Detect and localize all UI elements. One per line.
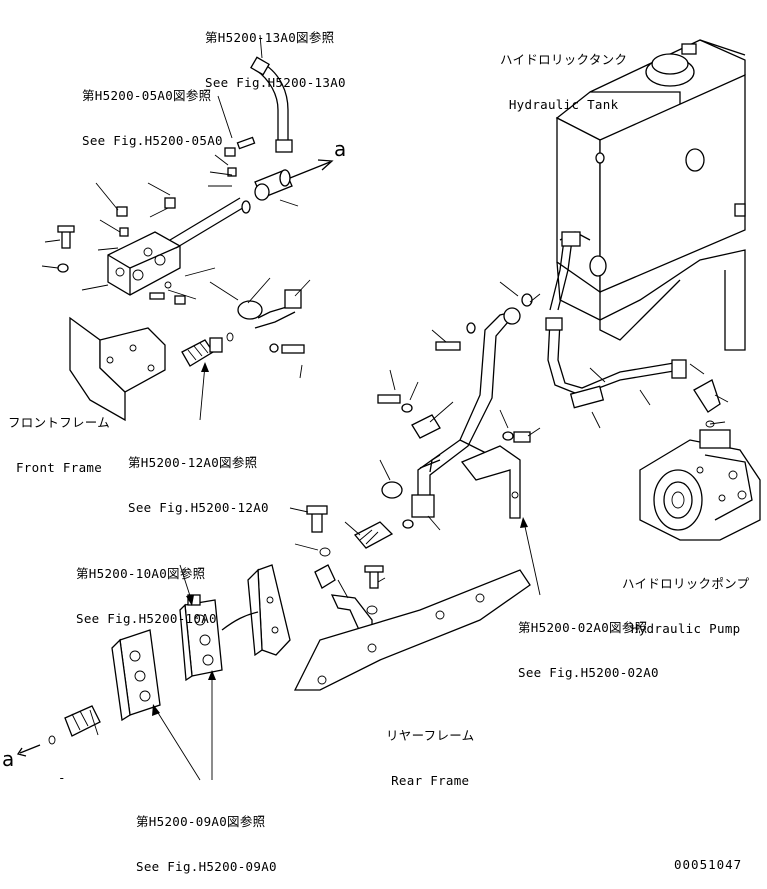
center-pipe bbox=[377, 293, 533, 518]
ref-05A0: 第H5200-05A0図参照 See Fig.H5200-05A0 bbox=[82, 58, 223, 163]
hydraulic-tank bbox=[555, 39, 746, 351]
leader-lines bbox=[41, 34, 729, 736]
connector-marker-a-top: a bbox=[334, 137, 347, 161]
rear-frame-label: リヤーフレーム Rear Frame bbox=[386, 698, 474, 803]
valve-block bbox=[107, 159, 334, 296]
drawing-number: 00051047 bbox=[674, 857, 743, 872]
ref-10A0: 第H5200-10A0図参照 See Fig.H5200-10A0 bbox=[76, 536, 217, 641]
ref-10A0-jp: 第H5200-10A0図参照 bbox=[76, 566, 206, 581]
ref-12A0-jp: 第H5200-12A0図参照 bbox=[128, 455, 258, 470]
front-frame-en: Front Frame bbox=[15, 460, 103, 475]
rear-frame-jp: リヤーフレーム bbox=[386, 728, 475, 743]
ref-12A0: 第H5200-12A0図参照 See Fig.H5200-12A0 bbox=[128, 425, 269, 530]
hydraulic-pump-jp: ハイドロリックポンプ bbox=[622, 576, 750, 591]
ref-02A0-jp: 第H5200-02A0図参照 bbox=[518, 620, 648, 635]
ref-09A0-en: See Fig.H5200-09A0 bbox=[136, 859, 277, 874]
pump-hose bbox=[545, 231, 721, 428]
ref-05A0-en: See Fig.H5200-05A0 bbox=[82, 133, 223, 148]
ref-02A0: 第H5200-02A0図参照 See Fig.H5200-02A0 bbox=[518, 590, 659, 695]
front-frame-label: フロントフレーム Front Frame bbox=[8, 385, 110, 490]
hydraulic-pump bbox=[639, 429, 761, 541]
ref-13A0: 第H5200-13A0図参照 See Fig.H5200-13A0 bbox=[205, 0, 346, 105]
connector-marker-a-bottom: a bbox=[2, 747, 15, 771]
hydraulic-tank-jp: ハイドロリックタンク bbox=[500, 52, 628, 67]
rear-frame-en: Rear Frame bbox=[391, 773, 470, 788]
rear-frame bbox=[293, 569, 531, 691]
dash-mark: - bbox=[58, 770, 66, 785]
hydraulic-tank-en: Hydraulic Tank bbox=[508, 97, 619, 112]
front-frame-bracket bbox=[69, 316, 166, 422]
bracket-02A0 bbox=[460, 445, 521, 519]
hydraulic-tank-label: ハイドロリックタンク Hydraulic Tank bbox=[500, 22, 627, 127]
ref-13A0-en: See Fig.H5200-13A0 bbox=[205, 75, 346, 90]
hydraulic-pump-en: Hydraulic Pump bbox=[630, 621, 741, 636]
ref-10A0-en: See Fig.H5200-10A0 bbox=[76, 611, 217, 626]
hose-12A0 bbox=[181, 289, 305, 367]
front-frame-jp: フロントフレーム bbox=[8, 415, 111, 430]
lower-brackets bbox=[306, 505, 414, 633]
upper-tube bbox=[250, 56, 293, 153]
ref-05A0-jp: 第H5200-05A0図参照 bbox=[82, 88, 212, 103]
ref-12A0-en: See Fig.H5200-12A0 bbox=[128, 500, 269, 515]
lower-valves bbox=[16, 564, 291, 757]
ref-13A0-jp: 第H5200-13A0図参照 bbox=[205, 30, 335, 45]
fittings bbox=[57, 136, 256, 305]
ref-02A0-en: See Fig.H5200-02A0 bbox=[518, 665, 659, 680]
reference-leaders bbox=[152, 362, 541, 781]
ref-09A0-jp: 第H5200-09A0図参照 bbox=[136, 814, 266, 829]
ref-09A0: 第H5200-09A0図参照 See Fig.H5200-09A0 bbox=[136, 784, 277, 889]
hydraulic-pump-label: ハイドロリックポンプ Hydraulic Pump bbox=[622, 546, 749, 651]
